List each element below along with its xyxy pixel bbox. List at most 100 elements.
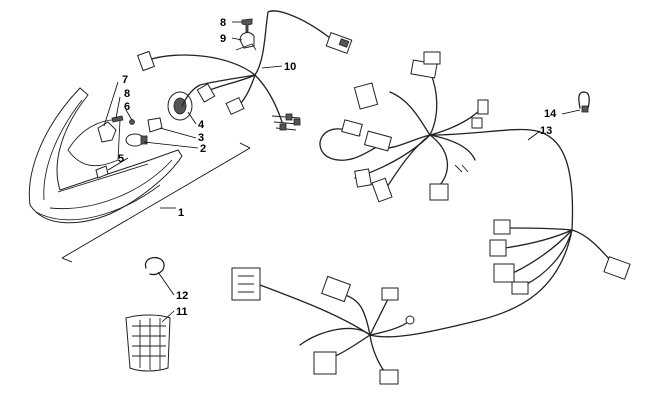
sleeve-11-pattern [132, 318, 166, 370]
mount-bracket [97, 121, 117, 143]
callout-11: 11 [176, 306, 188, 318]
leader-11 [161, 310, 175, 323]
connector-lower-2 [381, 287, 399, 301]
connector-upper-1 [353, 82, 379, 110]
connector-right-4 [511, 281, 529, 295]
callout-12: 12 [176, 290, 188, 302]
leader-12 [157, 271, 175, 296]
connector-lower-4 [379, 369, 399, 385]
connector-upper-7 [371, 177, 393, 203]
harness-13-lower-b2 [369, 294, 391, 336]
harness-10-branch-a [204, 74, 256, 93]
harness-13-upper-b3 [429, 109, 481, 136]
terminal-b [293, 118, 301, 126]
harness-10-connector-main [325, 32, 353, 54]
callout-14: 14 [544, 108, 557, 120]
harness-10-connector-b [225, 96, 245, 116]
harness-13-right-b1 [509, 227, 573, 231]
harness-10-branch-c [254, 74, 283, 123]
harness-clip-14 [578, 91, 590, 109]
assembly-bracket-bottom [61, 147, 251, 259]
rubber-boot-center [173, 97, 187, 115]
callout-6: 6 [124, 101, 130, 113]
connector-lower-3 [313, 351, 337, 375]
sleeve-11 [125, 314, 171, 372]
assembly-bracket-right [239, 142, 251, 149]
leader-2 [143, 141, 199, 149]
harness-13-right-b2 [504, 229, 573, 249]
connector-lower-1 [321, 275, 351, 303]
harness-13-upper-b5 [429, 134, 449, 186]
connector-upper-5 [471, 117, 483, 129]
leader-7 [103, 81, 119, 127]
callout-8-top: 8 [220, 17, 226, 29]
leader-14 [561, 109, 581, 115]
bulb-socket [147, 117, 163, 133]
connector-right-2 [489, 239, 507, 257]
harness-13-lower-b6 [299, 327, 371, 346]
harness-13-right-b5 [571, 229, 613, 263]
harness-13-upper-b1 [389, 91, 431, 136]
harness-13-lower-b3 [369, 321, 409, 336]
harness-10-branch-d [181, 74, 256, 107]
leader-4 [187, 111, 197, 125]
callout-8-headlight: 8 [124, 88, 130, 100]
leader-9 [231, 37, 243, 41]
harness-13-lower-b5 [369, 334, 389, 376]
headlight-housing-inner [43, 99, 173, 210]
harness-13-upper-trunk [429, 128, 574, 231]
leader-5 [107, 157, 129, 171]
leader-10 [261, 65, 283, 69]
connector-lower-main-pins [238, 275, 254, 293]
harness-13-upper-b2 [429, 71, 438, 136]
headlight-housing [28, 87, 183, 224]
harness-10-connector-main-latch [338, 38, 350, 48]
harness-13-right-trunk [369, 229, 573, 338]
leader-6 [125, 109, 133, 121]
connector-upper-8 [354, 168, 372, 188]
leader-13 [527, 130, 541, 141]
harness-13-right-b4 [524, 229, 573, 286]
harness-13-lower-b1 [344, 294, 371, 336]
callout-4: 4 [198, 119, 205, 131]
headlight-harness [136, 10, 353, 131]
ring-terminal [405, 315, 415, 325]
callout-7: 7 [122, 74, 128, 86]
retaining-ring-12 [144, 257, 165, 276]
leader-lines [103, 21, 581, 323]
harness-13-upper-b4 [429, 134, 476, 161]
connector-upper-4 [477, 99, 489, 115]
main-harness [231, 51, 631, 385]
connector-right-3 [493, 263, 515, 283]
callout-2: 2 [200, 143, 206, 155]
callout-13: 13 [540, 125, 552, 137]
clip-9-base [235, 43, 257, 51]
screw-8-top [241, 18, 253, 33]
harness-10-connector-a [196, 83, 216, 103]
leader-8a [115, 96, 121, 119]
callout-10: 10 [284, 61, 296, 73]
connector-right-1 [493, 219, 511, 235]
harness-13-right-b3 [514, 229, 573, 273]
callout-labels: 1 2 3 4 5 6 7 8 8 9 10 11 12 13 14 [118, 17, 557, 318]
callout-9: 9 [220, 33, 226, 45]
harness-clip-14-head [581, 105, 589, 113]
connector-loop-a [341, 119, 363, 137]
position-lamp [95, 165, 109, 179]
callout-3: 3 [198, 132, 204, 144]
callout-5: 5 [118, 153, 124, 165]
harness-10-connector-headlight [136, 50, 156, 72]
assembly-bracket-left [61, 257, 73, 263]
connector-loop-b [363, 130, 393, 152]
terminal-a [285, 113, 293, 121]
terminal-c [279, 123, 287, 131]
leader-3 [159, 127, 197, 139]
connector-right-5 [603, 256, 631, 280]
bulb-base [140, 135, 148, 145]
headlight-assembly [28, 87, 251, 263]
harness-13-loop [319, 128, 376, 161]
callout-1: 1 [178, 207, 184, 219]
upper-terminals [454, 164, 469, 173]
connector-upper-3 [423, 51, 441, 65]
